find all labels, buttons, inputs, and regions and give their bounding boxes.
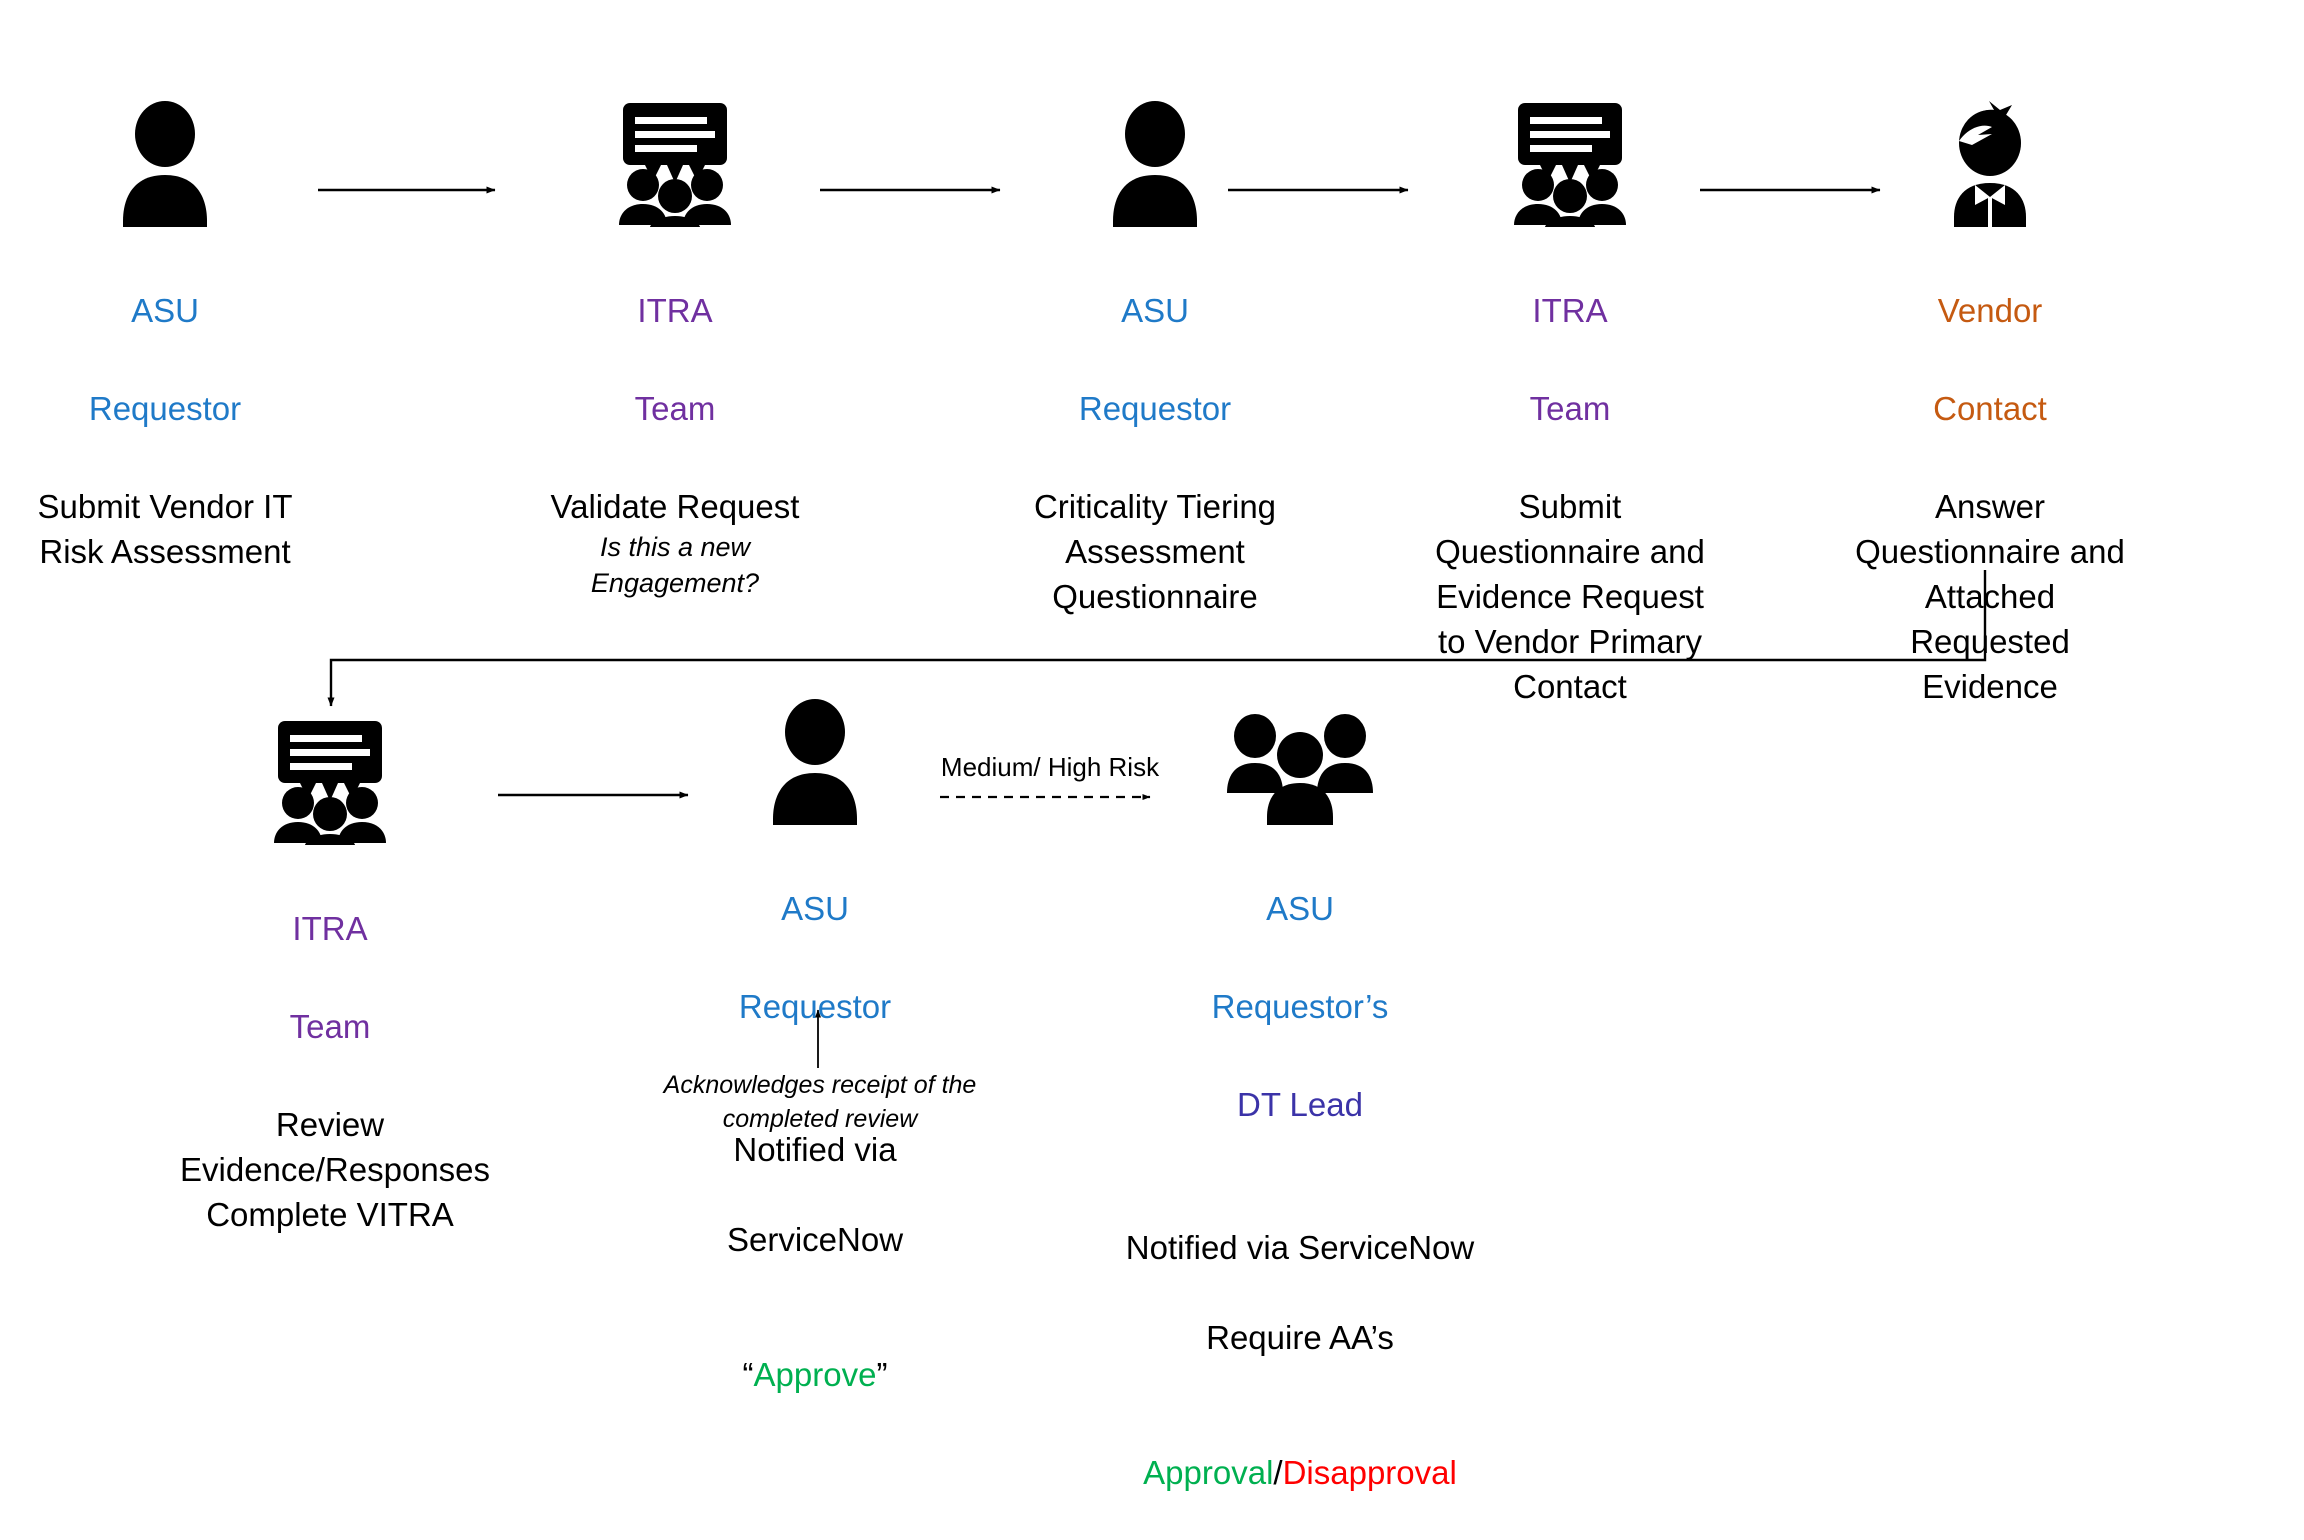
- approval-separator: /: [1273, 1454, 1283, 1491]
- team-speech-bubble-icon: [180, 710, 480, 845]
- role-line-1: ASU: [1266, 890, 1334, 927]
- approve-status-line: “Approve”: [690, 1307, 940, 1397]
- approval-word: Approval: [1143, 1454, 1274, 1491]
- role-line-1: ASU: [781, 890, 849, 927]
- quote-open: “: [742, 1356, 754, 1393]
- edge-label-medium-high-risk: Medium/ High Risk: [940, 752, 1160, 782]
- role-line-2: Team: [634, 390, 716, 427]
- desc-line-2: Require AA’s: [1206, 1319, 1394, 1356]
- role-line-1: ITRA: [292, 910, 368, 947]
- person-icon: [690, 690, 940, 825]
- vendor-person-bowtie-icon: [1845, 92, 2135, 227]
- role-line-2: Requestor: [88, 390, 242, 427]
- node-role-label: ITRA Team: [535, 237, 815, 482]
- role-line-3: DT Lead: [1237, 1086, 1363, 1123]
- quote-close: ”: [876, 1356, 888, 1393]
- node-description: Submit Questionnaire and Evidence Reques…: [1435, 488, 1705, 705]
- node-description: Validate Request: [550, 488, 800, 525]
- node-role-label: ASU Requestor’s DT Lead: [1115, 835, 1485, 1178]
- team-group-icon: [1115, 690, 1485, 825]
- role-line-2: Team: [1529, 390, 1611, 427]
- node-subtitle-italic: Is this a new Engagement?: [590, 532, 760, 598]
- role-line-2: Team: [289, 1008, 371, 1045]
- node-role-label: ITRA Team: [180, 855, 480, 1100]
- node-itra-team-validate[interactable]: ITRA Team Validate Request Is this a new…: [535, 92, 815, 601]
- node-description: Review Evidence/Responses Complete VITRA: [180, 1106, 491, 1233]
- role-line-1: ASU: [131, 292, 199, 329]
- edge-5-elbow-arrow: [327, 570, 1987, 707]
- node-description: Criticality Tiering Assessment Questionn…: [1033, 488, 1277, 615]
- node-description: Submit Vendor IT Risk Assessment: [37, 488, 293, 570]
- person-icon: [1020, 92, 1290, 227]
- role-line-1: ITRA: [637, 292, 713, 329]
- node-vendor-contact-answer[interactable]: Vendor Contact Answer Questionnaire and …: [1845, 92, 2135, 709]
- approve-annotation: Acknowledges receipt of the completed re…: [663, 1071, 977, 1133]
- node-asu-requestor-dt-lead[interactable]: ASU Requestor’s DT Lead Notified via Ser…: [1115, 690, 1485, 1540]
- node-description: Notified via ServiceNow “Approve”: [690, 1082, 940, 1442]
- team-speech-bubble-icon: [535, 92, 815, 227]
- node-asu-requestor-tiering[interactable]: ASU Requestor Criticality Tiering Assess…: [1020, 92, 1290, 619]
- node-description: Answer Questionnaire and Attached Reques…: [1855, 488, 2125, 705]
- role-line-1: Vendor: [1937, 292, 2043, 329]
- node-role-label: ASU Requestor: [30, 237, 300, 482]
- node-description: Notified via ServiceNow Require AA’s App…: [1115, 1180, 1485, 1540]
- node-role-label: ITRA Team: [1420, 237, 1720, 482]
- node-itra-team-submit-questionnaire[interactable]: ITRA Team Submit Questionnaire and Evide…: [1420, 92, 1720, 709]
- connector-layer: [318, 186, 1987, 1068]
- node-role-label: ASU Requestor: [1020, 237, 1290, 482]
- node-asu-requestor-submit[interactable]: ASU Requestor Submit Vendor IT Risk Asse…: [30, 92, 300, 574]
- desc-line-1: Notified via ServiceNow: [1125, 1229, 1475, 1266]
- approval-status-line: Approval/Disapproval: [1115, 1405, 1485, 1495]
- role-line-2: Requestor’s: [1211, 988, 1389, 1025]
- person-icon: [30, 92, 300, 227]
- disapproval-word: Disapproval: [1282, 1454, 1457, 1491]
- node-role-label: ASU Requestor: [690, 835, 940, 1080]
- role-line-2: Requestor: [1078, 390, 1232, 427]
- role-line-1: ITRA: [1532, 292, 1608, 329]
- desc-line-2: ServiceNow: [726, 1221, 904, 1258]
- node-asu-requestor-notified[interactable]: ASU Requestor Notified via ServiceNow “A…: [690, 690, 940, 1442]
- team-speech-bubble-icon: [1420, 92, 1720, 227]
- node-role-label: Vendor Contact: [1845, 237, 2135, 482]
- node-itra-team-review[interactable]: ITRA Team Review Evidence/Responses Comp…: [180, 710, 491, 1237]
- role-line-1: ASU: [1121, 292, 1189, 329]
- approve-word: Approve: [753, 1356, 877, 1393]
- role-line-2: Contact: [1933, 390, 2047, 427]
- workflow-diagram-canvas: ASU Requestor Submit Vendor IT Risk Asse…: [30, 92, 2135, 1491]
- role-line-2: Requestor: [738, 988, 892, 1025]
